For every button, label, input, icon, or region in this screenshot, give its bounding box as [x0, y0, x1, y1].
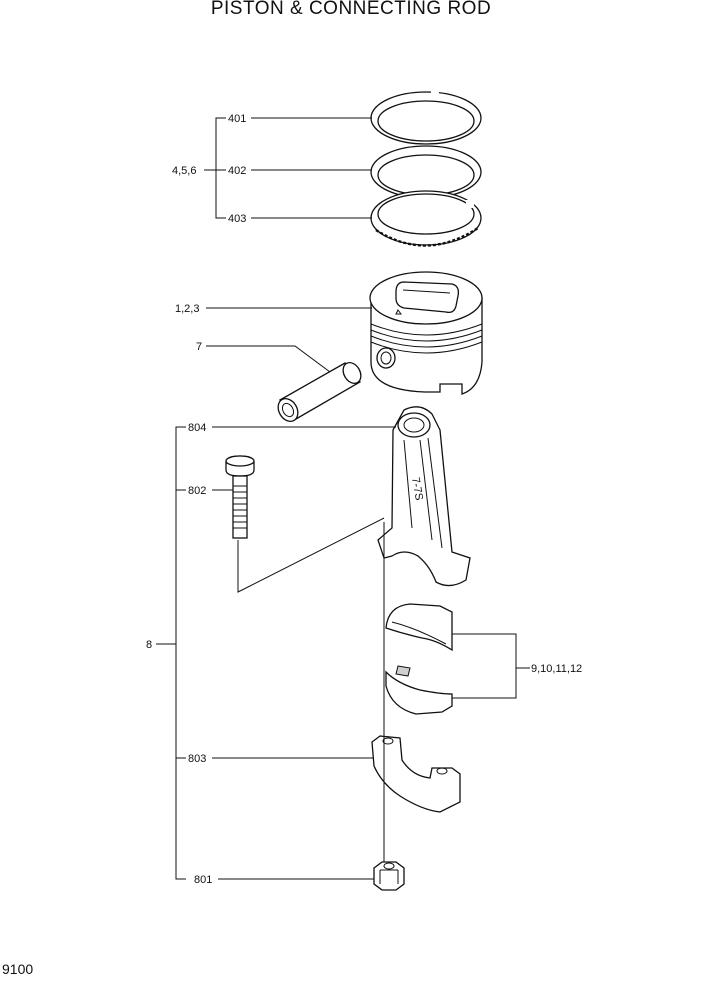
bearing-shell-lower — [385, 665, 453, 715]
connecting-rod-nut — [373, 861, 405, 891]
callout-7: 7 — [196, 341, 202, 353]
piston-ring-403 — [370, 190, 482, 247]
connecting-rod: 7-7S — [377, 406, 471, 587]
leader-lines — [156, 117, 530, 880]
callout-403: 403 — [228, 213, 246, 225]
callout-9-10-11-12: 9,10,11,12 — [531, 663, 582, 675]
page-number: 9100 — [2, 961, 34, 977]
callout-402: 402 — [228, 165, 246, 177]
callout-801: 801 — [194, 874, 212, 886]
callout-1-2-3: 1,2,3 — [175, 303, 199, 315]
callout-401: 401 — [228, 113, 246, 125]
callout-803: 803 — [188, 753, 206, 765]
piston-ring-402 — [370, 145, 482, 201]
connecting-rod-bolt — [225, 455, 255, 539]
connecting-rod-cap — [371, 735, 461, 813]
piston — [369, 271, 483, 395]
assembly-guide-lines — [237, 517, 385, 862]
callout-802: 802 — [188, 485, 206, 497]
callout-804: 804 — [188, 422, 206, 434]
bearing-shell-upper — [385, 603, 453, 652]
callout-4-5-6: 4,5,6 — [172, 165, 196, 177]
rod-marking: 7-7S — [409, 476, 425, 501]
diagram-title: PISTON & CONNECTING ROD — [210, 0, 492, 19]
piston-pin — [277, 362, 362, 422]
callout-8: 8 — [146, 639, 152, 651]
piston-ring-401 — [370, 90, 482, 145]
